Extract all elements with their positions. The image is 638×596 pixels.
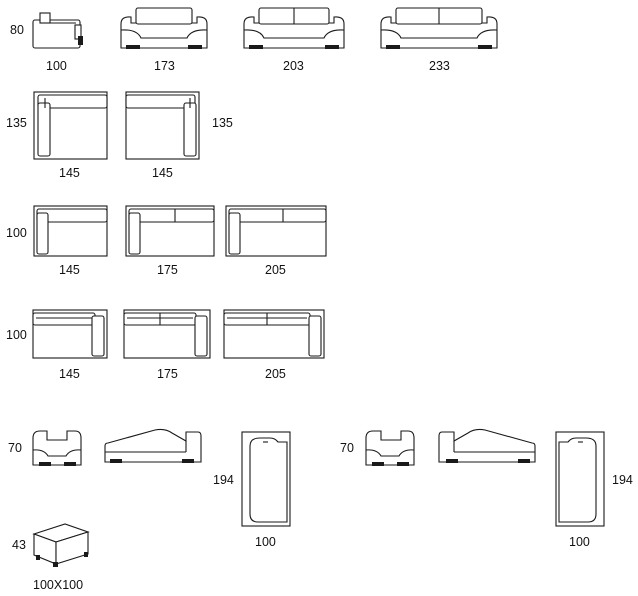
label-row2-height-right: 135	[212, 116, 233, 130]
label-row5-width-left: 100	[255, 535, 276, 549]
label-row2-height-left: 135	[6, 116, 27, 130]
label-row5-length-right: 194	[612, 473, 633, 487]
label-row3-width-1: 145	[59, 263, 80, 277]
label-row1-width-1: 100	[46, 59, 67, 73]
chaise-left-plan	[241, 431, 291, 527]
pouf-isometric-view	[32, 523, 90, 567]
chaise-left-front-view	[32, 430, 82, 466]
label-pouf-height: 43	[12, 538, 26, 552]
label-row5-height-right: 70	[340, 441, 354, 455]
label-row4-width-3: 205	[265, 367, 286, 381]
label-row2-width-2: 145	[152, 166, 173, 180]
chaise-left-side-view	[104, 428, 202, 463]
armchair-front-view	[32, 12, 83, 49]
chaise-right-side-view	[438, 428, 536, 463]
corner-module-left-plan	[33, 91, 108, 160]
label-row4-width-1: 145	[59, 367, 80, 381]
label-row5-height-left: 70	[8, 441, 22, 455]
label-row1-width-2: 173	[154, 59, 175, 73]
end-unit-left-175-plan	[125, 205, 215, 257]
label-row1-width-3: 203	[283, 59, 304, 73]
sofa-173-front-view	[120, 7, 208, 49]
end-unit-right-145-plan	[32, 309, 108, 359]
sofa-203-front-view	[243, 7, 345, 49]
label-row2-width-1: 145	[59, 166, 80, 180]
label-row3-width-3: 205	[265, 263, 286, 277]
chaise-right-front-view	[365, 430, 415, 466]
label-row1-height: 80	[10, 23, 24, 37]
label-row5-length-left: 194	[213, 473, 234, 487]
end-unit-left-145-plan	[33, 205, 108, 257]
label-row5-width-right: 100	[569, 535, 590, 549]
label-row4-width-2: 175	[157, 367, 178, 381]
corner-module-right-plan	[125, 91, 200, 160]
label-row3-width-2: 175	[157, 263, 178, 277]
label-pouf-size: 100X100	[33, 578, 83, 592]
chaise-right-plan	[555, 431, 605, 527]
end-unit-right-205-plan	[223, 309, 325, 359]
label-row1-width-4: 233	[429, 59, 450, 73]
label-row4-height: 100	[6, 328, 27, 342]
label-row3-height: 100	[6, 226, 27, 240]
sofa-233-front-view	[380, 7, 498, 49]
end-unit-right-175-plan	[123, 309, 211, 359]
end-unit-left-205-plan	[225, 205, 327, 257]
